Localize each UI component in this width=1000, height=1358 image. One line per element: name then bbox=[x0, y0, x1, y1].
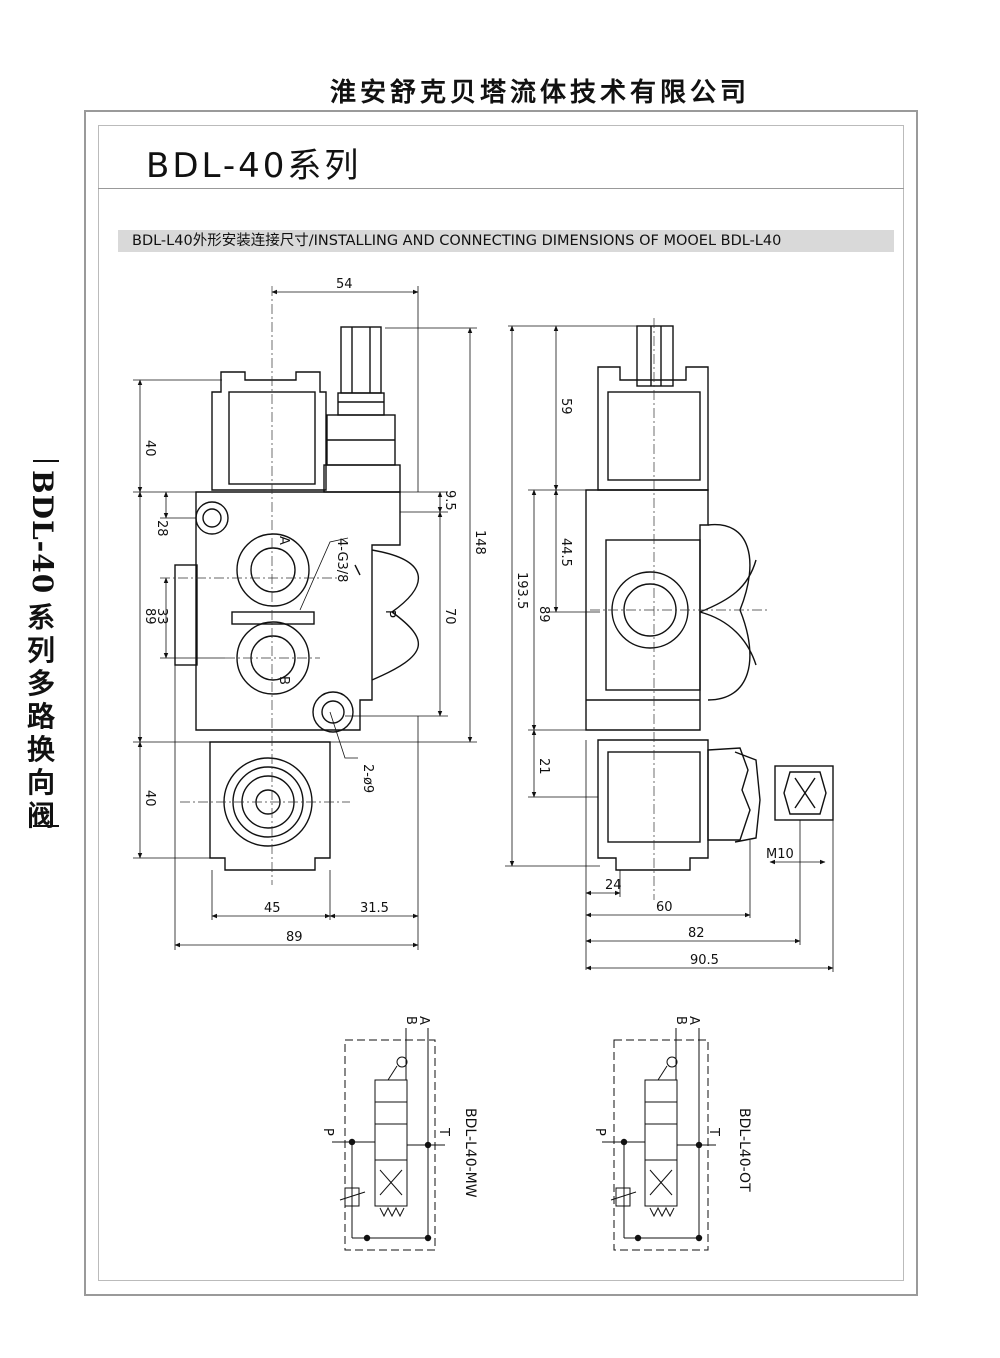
side-title-char: 路 bbox=[26, 700, 55, 734]
dim-hole-offset: 28 bbox=[154, 520, 169, 537]
front-centerlines bbox=[160, 286, 350, 885]
outer-frame bbox=[84, 110, 918, 1296]
dim-lower-offset: 21 bbox=[536, 758, 551, 775]
inner-frame bbox=[98, 125, 904, 1281]
schematic-ot bbox=[602, 1028, 716, 1251]
side-dimension-texts: 59 44.5 193.5 89 21 M10 24 60 82 90.5 bbox=[514, 398, 794, 968]
port-label-p: P bbox=[382, 610, 397, 618]
dim-top-offset: 9.5 bbox=[442, 490, 457, 511]
schematic-ot-label-a: A bbox=[686, 1016, 701, 1025]
mount-hole-bottom bbox=[312, 691, 354, 733]
dim-thread: M10 bbox=[766, 847, 794, 862]
schematic-ot-lower-block bbox=[644, 1159, 678, 1207]
port-label-a: A bbox=[276, 536, 291, 545]
company-name: 淮安舒克贝塔流体技术有限公司 bbox=[329, 78, 750, 108]
schematic-ot-label-p: P bbox=[592, 1128, 607, 1136]
dim-spring-cap: 59 bbox=[558, 398, 573, 415]
dim-bottom-right: 31.5 bbox=[360, 901, 389, 916]
dim-total-height: 148 bbox=[472, 530, 487, 555]
side-title-model: BDL-40 bbox=[26, 470, 59, 595]
schematic-mw bbox=[332, 1028, 445, 1251]
dim-width-60: 60 bbox=[656, 900, 673, 915]
dim-lower-height: 40 bbox=[142, 790, 157, 807]
schematic-ot-labels: A B P T BDL-L40-OT bbox=[592, 1016, 752, 1192]
dim-side-total-height: 193.5 bbox=[514, 572, 529, 609]
side-centerlines bbox=[590, 318, 770, 900]
schematic-ot-label-b: B bbox=[673, 1016, 688, 1025]
callout-ports: 4-G3/8 bbox=[334, 538, 349, 582]
schematic-mw-labels: A B P T BDL-L40-MW bbox=[320, 1016, 478, 1198]
side-title-bottom-rule bbox=[33, 825, 59, 827]
schematic-mw-label-b: B bbox=[403, 1016, 418, 1025]
schematic-mw-label-p: P bbox=[320, 1128, 335, 1136]
nut-base bbox=[323, 464, 401, 493]
side-boss bbox=[174, 564, 198, 666]
mount-hole-top bbox=[195, 501, 229, 535]
schematic-ot-nodes bbox=[620, 1138, 703, 1242]
p-port-bulge bbox=[371, 549, 419, 681]
dim-left-offset: 24 bbox=[605, 878, 622, 893]
dim-overall-width: 89 bbox=[286, 930, 303, 945]
dim-body-height: 89 bbox=[142, 608, 157, 625]
side-view bbox=[585, 325, 834, 871]
side-title-char: 列 bbox=[26, 634, 55, 668]
series-title: BDL-40系列 bbox=[146, 146, 362, 186]
dim-top-width: 54 bbox=[336, 277, 353, 292]
side-title-char: 换 bbox=[26, 733, 55, 767]
port-label-b: B bbox=[276, 676, 291, 685]
dim-upper-section: 44.5 bbox=[558, 538, 573, 567]
dim-width-90-5: 90.5 bbox=[690, 953, 719, 968]
dim-left-top-height: 40 bbox=[142, 440, 157, 457]
side-spool-stem bbox=[636, 325, 674, 387]
dim-width-82: 82 bbox=[688, 926, 705, 941]
side-title-top-rule bbox=[33, 460, 59, 462]
schematic-ot-spool bbox=[644, 1123, 678, 1161]
side-title-char: 多 bbox=[26, 667, 55, 701]
front-view bbox=[174, 326, 419, 871]
side-dimension-lines bbox=[505, 325, 834, 972]
schematic-mw-model: BDL-L40-MW bbox=[462, 1108, 478, 1198]
port-a bbox=[236, 533, 310, 607]
side-title-char: 向 bbox=[26, 766, 55, 800]
callout-mount-holes: 2-ø9 bbox=[360, 764, 375, 793]
lower-cap bbox=[209, 741, 331, 871]
dim-port-span: 70 bbox=[442, 608, 457, 625]
dim-bottom-left: 45 bbox=[264, 901, 281, 916]
spool-stem bbox=[340, 326, 382, 394]
side-title-char: 系 bbox=[26, 601, 55, 635]
side-p-bulge bbox=[707, 523, 751, 701]
title-divider bbox=[98, 188, 904, 189]
schematic-mw-lower-block bbox=[374, 1159, 408, 1207]
schematic-mw-label-a: A bbox=[416, 1016, 431, 1025]
schematic-mw-nodes bbox=[348, 1138, 432, 1242]
upper-cap bbox=[211, 371, 327, 491]
side-boot bbox=[707, 747, 751, 841]
side-lower-cap bbox=[597, 739, 709, 871]
front-dimension-texts: 54 40 28 89 33 40 9.5 148 70 4-G3/8 A P … bbox=[142, 277, 487, 945]
side-end-fitting bbox=[774, 765, 834, 821]
valve-body bbox=[195, 491, 401, 731]
lock-nut-small bbox=[337, 392, 385, 416]
side-title: BDL-40 系 列 多 路 换 向 阀 bbox=[26, 470, 59, 832]
schematic-mw-label-t: T bbox=[436, 1127, 451, 1136]
schematic-ot-model: BDL-L40-OT bbox=[736, 1108, 752, 1192]
schematic-mw-spool bbox=[374, 1123, 408, 1161]
schematic-ot-label-t: T bbox=[706, 1127, 721, 1136]
dim-port-spacing: 33 bbox=[154, 608, 169, 625]
dim-side-body-height: 89 bbox=[536, 606, 551, 623]
front-dimension-lines bbox=[133, 286, 477, 950]
dimensions-caption: BDL-L40外形安装连接尺寸/INSTALLING AND CONNECTIN… bbox=[118, 230, 894, 252]
